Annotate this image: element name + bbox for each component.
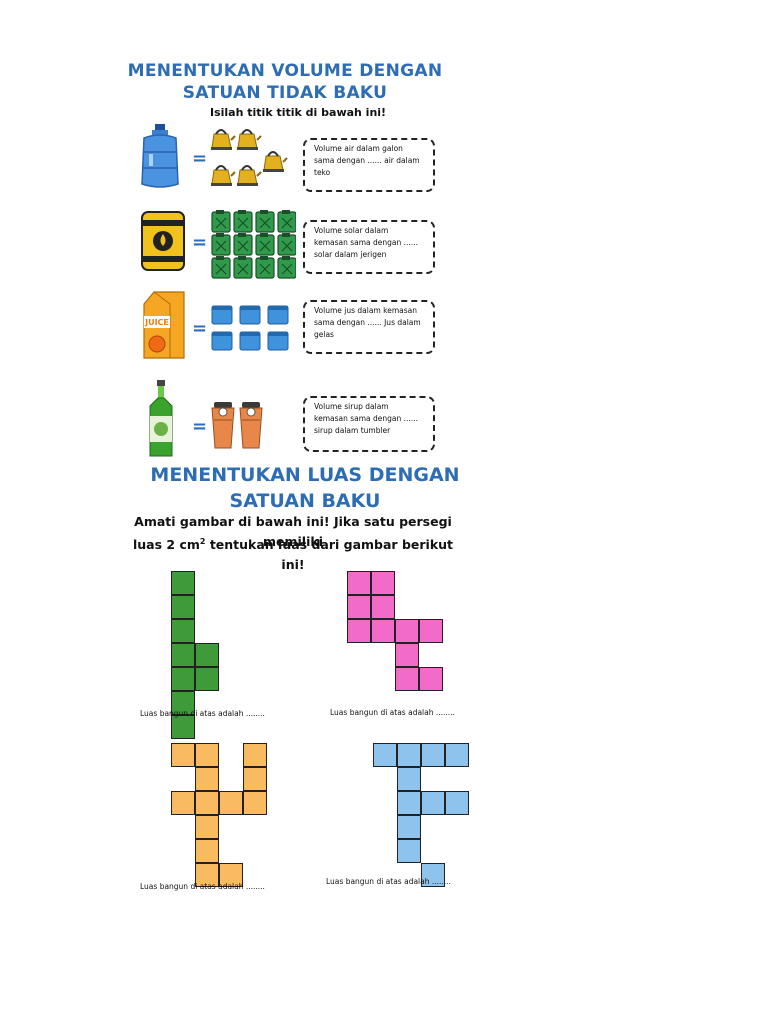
area-answer-caption-4: Luas bangun di atas adalah ........: [326, 877, 451, 886]
grid-square: [171, 691, 195, 715]
equals-sign: =: [192, 148, 208, 169]
grid-square: [397, 839, 421, 863]
grid-square: [371, 595, 395, 619]
grid-square: [243, 743, 267, 767]
grid-square: [243, 791, 267, 815]
grid-square: [397, 743, 421, 767]
grid-square: [371, 619, 395, 643]
grid-square: [395, 667, 419, 691]
grid-square: [171, 571, 195, 595]
grid-square: [195, 863, 219, 887]
grid-square: [195, 791, 219, 815]
area-answer-caption-2: Luas bangun di atas adalah ........: [330, 708, 455, 717]
grid-square: [421, 791, 445, 815]
syrup-bottle-icon: [149, 380, 173, 457]
grid-square: [445, 743, 469, 767]
grid-square: [171, 595, 195, 619]
grid-square: [347, 595, 371, 619]
volume-question-box-4: Volume sirup dalam kemasan sama dengan .…: [303, 396, 435, 452]
grid-square: [219, 863, 243, 887]
grid-square: [421, 863, 445, 887]
grid-square: [243, 767, 267, 791]
area-title-line1: MENENTUKAN LUAS DENGAN: [150, 464, 460, 486]
volume-item-3: JUICE = Volume jus dalam kemasan sama de…: [140, 290, 440, 360]
grid-square: [395, 619, 419, 643]
grid-square: [397, 767, 421, 791]
equals-sign: =: [192, 318, 208, 339]
glass-icon: [211, 305, 289, 351]
volume-title-line1: MENENTUKAN VOLUME DENGAN: [127, 61, 443, 81]
tumbler-icon: [211, 402, 263, 449]
jerrycan-icon: [211, 210, 296, 279]
grid-square: [171, 643, 195, 667]
equals-sign: =: [192, 416, 208, 437]
grid-square: [395, 643, 419, 667]
area-instruction-line1: Amati gambar di bawah ini! Jika satu per…: [134, 514, 452, 549]
volume-question-box-1: Volume air dalam galon sama dengan .....…: [303, 138, 435, 192]
area-title-line2: SATUAN BAKU: [229, 490, 381, 512]
grid-square: [397, 791, 421, 815]
juice-label: JUICE: [144, 318, 169, 327]
equals-sign: =: [192, 232, 208, 253]
area-instruction-line2-b: tentukan luas dari gambar berikut ini!: [205, 537, 454, 573]
water-gallon-icon: [141, 124, 179, 188]
grid-square: [171, 619, 195, 643]
area-instruction-line2: luas 2 cm2 tentukan luas dari gambar ber…: [128, 532, 458, 575]
grid-square: [219, 791, 243, 815]
grid-square: [195, 743, 219, 767]
volume-item-2: = Volume solar dalam kemasan sama dengan…: [140, 210, 440, 280]
grid-square: [195, 815, 219, 839]
grid-square: [347, 571, 371, 595]
grid-square: [445, 791, 469, 815]
volume-title-line2: SATUAN TIDAK BAKU: [182, 83, 388, 103]
grid-square: [419, 619, 443, 643]
volume-item-1: = Volume air dalam galon sama dengan ...…: [140, 124, 440, 194]
grid-square: [421, 743, 445, 767]
grid-square: [373, 743, 397, 767]
grid-square: [171, 743, 195, 767]
volume-item-4: = Volume sirup dalam kemasan sama dengan…: [140, 380, 440, 457]
grid-square: [397, 815, 421, 839]
grid-square: [419, 667, 443, 691]
juice-carton-icon: JUICE: [143, 291, 185, 359]
area-instruction-superscript: 2: [199, 537, 206, 546]
grid-square: [195, 767, 219, 791]
oil-barrel-icon: [141, 211, 185, 271]
volume-instruction: Isilah titik titik di bawah ini!: [210, 106, 387, 119]
grid-square: [171, 715, 195, 739]
grid-square: [195, 643, 219, 667]
volume-question-box-2: Volume solar dalam kemasan sama dengan .…: [303, 220, 435, 274]
grid-square: [195, 667, 219, 691]
grid-square: [171, 667, 195, 691]
grid-square: [371, 571, 395, 595]
grid-square: [347, 619, 371, 643]
grid-square: [171, 791, 195, 815]
grid-square: [195, 839, 219, 863]
area-instruction-line2-a: luas 2 cm: [132, 537, 200, 553]
volume-question-box-3: Volume jus dalam kemasan sama dengan ...…: [303, 300, 435, 354]
kettle-icon: [210, 129, 288, 187]
area-answer-caption-1: Luas bangun di atas adalah ........: [140, 709, 265, 718]
area-answer-caption-3: Luas bangun di atas adalah ........: [140, 882, 265, 891]
